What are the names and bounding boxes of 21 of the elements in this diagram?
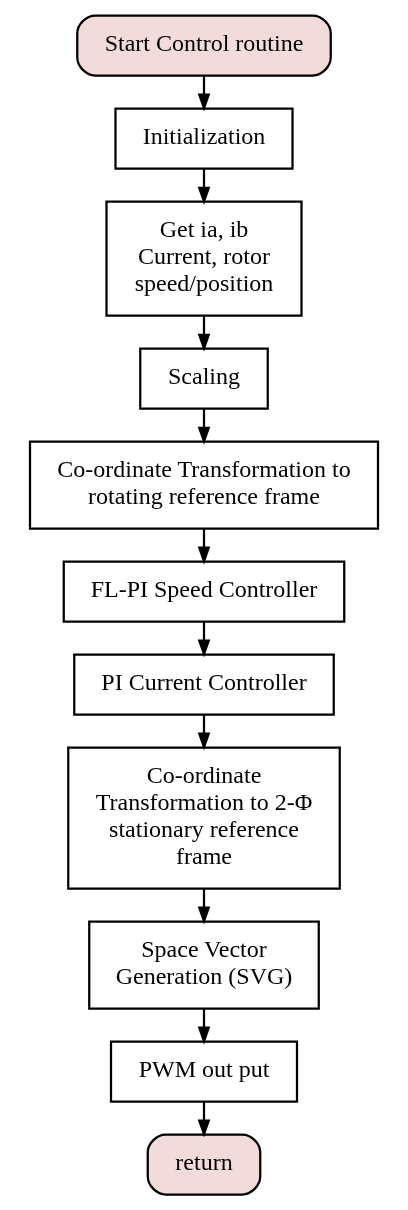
node-box: PWM out put [109, 1040, 299, 1103]
node-box: Co-ordinate Transformation to 2-Φ stationary reference frame [67, 746, 341, 890]
arrow [197, 1101, 211, 1138]
node-box: Scaling [139, 347, 269, 410]
node-box: Space Vector Generation (SVG) [88, 920, 320, 1010]
node-box: Co-ordinate Transformation to rotating reference frame [28, 440, 380, 530]
node-box: Start Control routine [76, 14, 332, 77]
node-box: PI Current Controller [73, 653, 335, 716]
node-box: Initialization [114, 107, 294, 170]
arrow [197, 888, 211, 925]
node-box: FL-PI Speed Controller [62, 560, 346, 623]
arrow [197, 408, 211, 445]
arrow [197, 621, 211, 658]
node-box: return [146, 1133, 262, 1196]
node-box: Get ia, ib Current, rotor speed/position [105, 200, 303, 317]
arrow [197, 75, 211, 112]
arrow [197, 1008, 211, 1045]
arrow [197, 528, 211, 565]
arrow [197, 714, 211, 751]
arrow [197, 315, 211, 352]
arrow [197, 168, 211, 205]
